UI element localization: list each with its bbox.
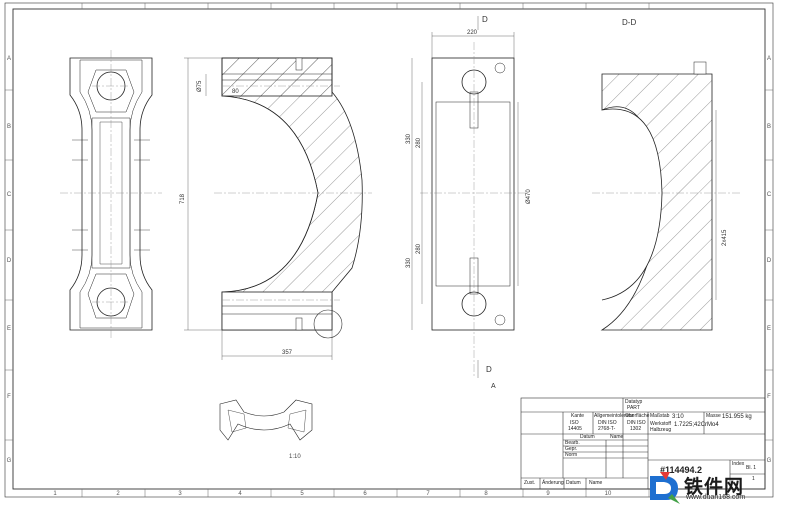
row-label: B — [767, 124, 771, 130]
row-label: C — [7, 192, 12, 198]
tb-halbzeug: Halbzeug — [650, 427, 672, 433]
row-label: E — [767, 326, 771, 332]
border-column-labels: 1 2 3 4 5 6 7 8 9 10 — [53, 491, 612, 497]
tb-iso: ISO — [570, 420, 579, 426]
side-section-view — [221, 57, 363, 339]
dim-80: 80 — [232, 89, 239, 95]
section-dd-label: D-D — [622, 18, 637, 27]
tb-din2-no: 1302 — [630, 426, 642, 432]
row-label: A — [7, 56, 11, 62]
tb-blatt-count: 1 — [752, 476, 755, 482]
watermark-url: www.duan168.com — [686, 494, 746, 501]
dim-470: Ø470 — [526, 189, 532, 204]
top-view-dimensions — [411, 16, 519, 378]
tb-allgemein: Allgemeintoleranz — [594, 413, 634, 419]
tb-din1-no: 2768-T- — [598, 426, 616, 432]
tb-part: PART — [627, 405, 640, 411]
iso-thumbnail — [219, 399, 313, 441]
tb-name-header: Name — [610, 434, 624, 440]
col-label: 7 — [426, 491, 430, 497]
row-label: F — [7, 394, 11, 400]
tb-werkstoff-value: 1.7225;42CrMo4 — [674, 422, 719, 428]
col-label: 3 — [178, 491, 182, 497]
dim-330-upper: 330 — [406, 133, 412, 144]
duan168-logo-icon — [650, 472, 680, 504]
tb-masse-label: Masse — [706, 413, 721, 419]
side-section-dimensions — [184, 57, 333, 360]
tb-din2: DIN ISO — [627, 420, 646, 426]
row-label: E — [7, 326, 11, 332]
tb-iso-no: 14405 — [568, 426, 582, 432]
col-label: 1 — [53, 491, 57, 497]
tb-blatt-label: Bl. 1 — [746, 465, 757, 471]
tb-massstab-label: Maßstab — [650, 413, 670, 419]
col-label: 8 — [484, 491, 488, 497]
thumbnail-scale: 1:10 — [289, 454, 301, 460]
row-label: G — [7, 458, 12, 464]
tb-datum-footer: Datum — [566, 480, 581, 486]
tb-werkstoff-label: Werkstoff — [650, 421, 671, 427]
col-label: 4 — [238, 491, 242, 497]
tb-datum-header: Datum — [580, 434, 595, 440]
sheet-frame — [4, 2, 774, 498]
top-view — [431, 57, 515, 331]
row-label: G — [767, 458, 772, 464]
col-label: 6 — [363, 491, 367, 497]
top-view-dim-text: 220 330 280 330 280 Ø470 — [406, 30, 532, 268]
tb-zust: Zust. — [524, 480, 536, 486]
front-view-centerlines — [60, 50, 162, 340]
row-label: D — [7, 258, 12, 264]
dim-357: 357 — [282, 350, 293, 356]
dim-330-lower: 330 — [406, 257, 412, 268]
tb-gepr: Gepr. — [565, 446, 578, 452]
tb-drawing-number: #114494.2 — [660, 465, 703, 475]
tb-massstab-value: 3:10 — [672, 414, 684, 420]
row-label: D — [767, 258, 772, 264]
tb-datatyp: Datatyp — [625, 399, 643, 405]
dim-220: 220 — [467, 30, 478, 36]
col-label: 10 — [605, 491, 612, 497]
row-label: C — [767, 192, 772, 198]
view-arrow-label: A — [491, 383, 496, 390]
section-dd-dim-text: 2x415 — [722, 229, 728, 246]
row-label: F — [767, 394, 771, 400]
col-label: 2 — [116, 491, 120, 497]
side-section-centerlines — [214, 85, 372, 301]
dim-2x415: 2x415 — [722, 229, 728, 246]
tb-index-label: Index — [732, 461, 745, 467]
col-label: 5 — [300, 491, 304, 497]
tb-aenderung: Änderung — [542, 480, 564, 486]
border-row-labels: A B C D E F G A B C D E F G — [7, 56, 772, 464]
tb-name-footer: Name — [589, 480, 603, 486]
col-label: 9 — [546, 491, 550, 497]
tb-oberflaeche: Oberfläche — [625, 413, 650, 419]
section-marker-top: D — [482, 15, 488, 24]
tb-masse-value: 151.955 kg — [722, 414, 752, 420]
dim-75: Ø75 — [197, 80, 203, 92]
side-section-dim-text: 718 Ø75 80 357 — [180, 80, 293, 356]
top-view-centerlines — [420, 42, 528, 378]
section-markers: D D A — [482, 15, 496, 390]
tb-kante: Kante — [571, 413, 585, 419]
title-block-frame — [520, 397, 766, 490]
watermark-name: 铁件网 — [684, 477, 745, 498]
row-label: A — [767, 56, 771, 62]
dim-280-lower: 280 — [416, 243, 422, 254]
tb-din1: DIN ISO — [598, 420, 617, 426]
site-watermark: 铁件网 www.duan168.com — [646, 470, 796, 506]
section-dd-view — [600, 61, 713, 331]
dim-718: 718 — [180, 193, 186, 204]
tb-norm: Norm — [565, 452, 578, 458]
border-grid-ticks — [5, 3, 773, 497]
tb-bearb: Bearb. — [565, 440, 580, 446]
row-label: B — [7, 124, 11, 130]
dim-280-upper: 280 — [416, 137, 422, 148]
section-marker-bottom: D — [486, 365, 492, 374]
